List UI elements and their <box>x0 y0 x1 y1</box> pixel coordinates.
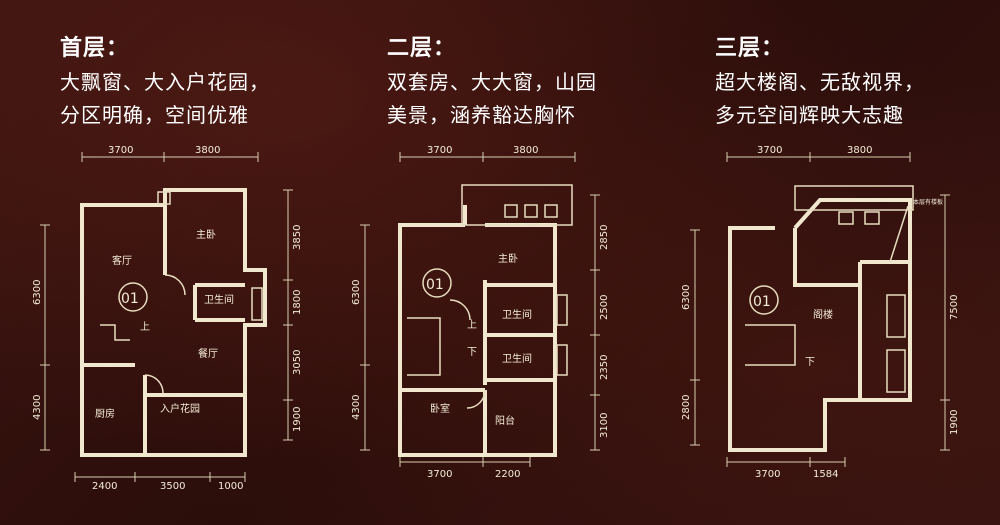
dim-top-1: 3700 <box>427 145 452 156</box>
room-master: 主卧 <box>498 252 518 265</box>
floor-2-desc-1: 双套房、大大窗，山园 <box>387 70 597 94</box>
floor-2-desc-2: 美景，涵养豁达胸怀 <box>387 103 576 127</box>
dim-bottom-1: 2400 <box>92 481 117 492</box>
stair-up-label: 上 <box>467 319 477 331</box>
room-bath-2: 卫生间 <box>502 352 532 365</box>
floor-1-panel: 首层： 大飘窗、大入户花园， 分区明确，空间优雅 3700 3800 2400 … <box>0 0 330 525</box>
room-loft: 阁楼 <box>813 308 833 321</box>
room-dining: 餐厅 <box>198 347 218 360</box>
room-master: 主卧 <box>196 228 216 241</box>
floor-2-title: 二层： <box>387 36 457 61</box>
dim-right-4: 3100 <box>599 413 610 438</box>
room-bath: 卫生间 <box>204 293 234 306</box>
floor-1-desc-2: 分区明确，空间优雅 <box>60 103 249 127</box>
unit-label: 01 <box>426 277 444 293</box>
dim-left-1: 6300 <box>32 280 43 305</box>
dim-right-2: 1800 <box>292 290 303 315</box>
dim-bottom-1: 3700 <box>755 469 780 480</box>
unit-badge <box>749 285 779 315</box>
dim-top-2: 3800 <box>513 145 538 156</box>
dim-left-2: 4300 <box>32 395 43 420</box>
stair-down-label: 下 <box>467 347 477 358</box>
dim-bottom-1: 3700 <box>427 469 452 480</box>
unit-badge <box>118 282 148 312</box>
floor-3-plan: 3700 3800 3700 1584 6300 2800 7500 1900 … <box>681 145 960 480</box>
unit-badge <box>422 268 452 298</box>
room-garden: 入户花园 <box>160 402 200 415</box>
dim-bottom-3: 1000 <box>218 481 243 492</box>
floor-1-plan: 3700 3800 2400 3500 1000 6300 4300 3850 … <box>32 145 303 492</box>
floor-2-panel: 二层： 双套房、大大窗，山园 美景，涵养豁达胸怀 3700 3800 3700 … <box>335 0 665 525</box>
dim-left-2: 2800 <box>681 395 692 420</box>
dim-right-1: 2850 <box>599 225 610 250</box>
dim-right-2: 2500 <box>599 295 610 320</box>
dim-right-4: 1900 <box>292 407 303 432</box>
dim-top-2: 3800 <box>195 145 220 156</box>
room-bedroom: 卧室 <box>430 402 450 415</box>
dim-left-2: 4300 <box>351 395 362 420</box>
floor-1-title: 首层： <box>60 36 130 61</box>
unit-label: 01 <box>121 291 139 307</box>
floor-3-desc-1: 超大楼阁、无敌视界， <box>715 70 925 94</box>
floor-note: 本层有楼板 <box>913 198 943 206</box>
stair-label: 下 <box>805 357 815 368</box>
dim-bottom-2: 2200 <box>495 469 520 480</box>
dim-bottom-2: 1584 <box>813 469 838 480</box>
room-kitchen: 厨房 <box>95 407 115 420</box>
dim-left-1: 6300 <box>351 280 362 305</box>
dim-top-1: 3700 <box>108 145 133 156</box>
dim-right-3: 2350 <box>599 355 610 380</box>
dim-right-2: 1900 <box>949 410 960 435</box>
floor-3-panel: 三层： 超大楼阁、无敌视界， 多元空间辉映大志趣 3700 3800 3700 … <box>665 0 995 525</box>
dim-top-1: 3700 <box>757 145 782 156</box>
dim-right-3: 3050 <box>292 350 303 375</box>
stair-label: 上 <box>140 321 150 333</box>
room-living: 客厅 <box>112 254 132 267</box>
floor-1-desc-1: 大飘窗、大入户花园， <box>60 70 270 94</box>
floor-2-plan: 3700 3800 3700 2200 6300 4300 2850 2500 … <box>351 145 610 480</box>
room-bath-1: 卫生间 <box>502 308 532 321</box>
floor-3-desc-2: 多元空间辉映大志趣 <box>715 103 904 127</box>
dim-top-2: 3800 <box>847 145 872 156</box>
dim-right-1: 3850 <box>292 225 303 250</box>
dim-right-1: 7500 <box>949 295 960 320</box>
dim-left-1: 6300 <box>681 285 692 310</box>
room-balcony: 阳台 <box>495 414 515 427</box>
floor-3-title: 三层： <box>715 36 785 61</box>
unit-label: 01 <box>753 294 771 310</box>
dim-bottom-2: 3500 <box>160 481 185 492</box>
